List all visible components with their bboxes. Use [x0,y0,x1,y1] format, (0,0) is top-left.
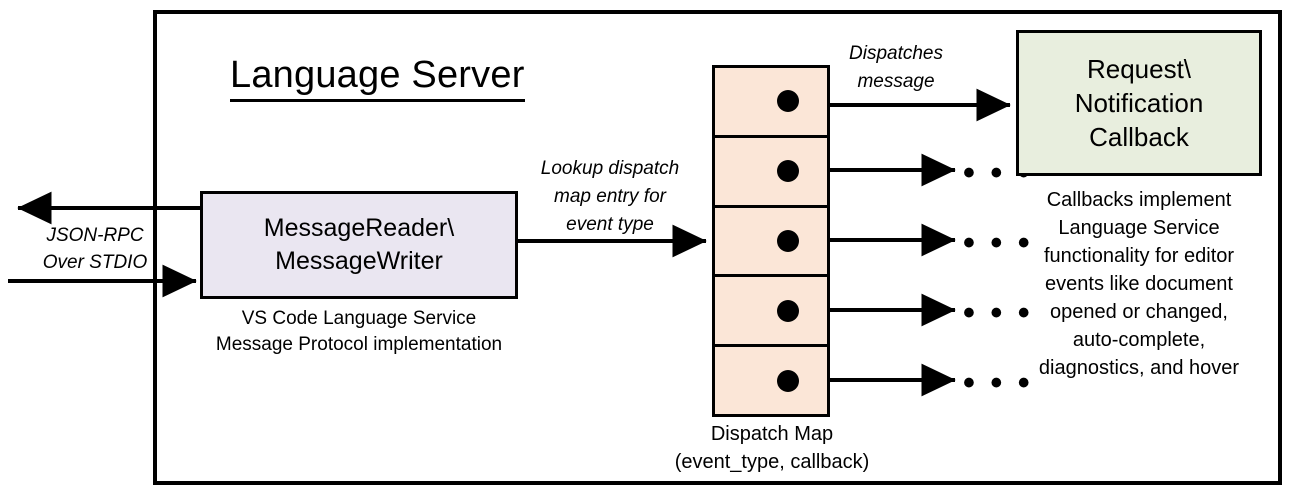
ellipsis-icon: • • • [963,364,1033,402]
callback-dot-icon [777,90,799,113]
table-row[interactable] [715,208,827,278]
language-server-boundary [153,10,1282,485]
callback-caption: Callbacks implement Language Service fun… [1038,189,1240,379]
table-row[interactable] [715,68,827,138]
dispatch-map-caption: Dispatch Map (event_type, callback) [674,423,870,473]
page-title: Language Server [230,52,525,102]
request-notification-callback-label: Request\ Notification Callback [1074,54,1204,152]
edge-label-dispatches: Dispatches message [849,43,943,92]
message-reader-writer-label: MessageReader\ MessageWriter [263,214,455,275]
callback-dot-icon [777,229,799,252]
ellipsis-icon: • • • [963,294,1033,332]
request-notification-callback-box[interactable]: Request\ Notification Callback [1016,30,1262,176]
table-row[interactable] [715,277,827,348]
edge-label-json-rpc: JSON-RPC Over STDIO [42,225,148,273]
table-row[interactable] [715,347,827,414]
message-reader-writer-box[interactable]: MessageReader\ MessageWriter [200,191,518,299]
message-reader-writer-caption: VS Code Language Service Message Protoco… [215,308,503,355]
table-row[interactable] [715,138,827,208]
callback-dot-icon [777,299,799,322]
dispatch-map-table[interactable] [712,65,830,417]
callback-dot-icon [777,369,799,392]
ellipsis-icon: • • • [963,224,1033,262]
callback-dot-icon [777,160,799,183]
edge-label-lookup: Lookup dispatch map entry for event type [540,158,680,235]
